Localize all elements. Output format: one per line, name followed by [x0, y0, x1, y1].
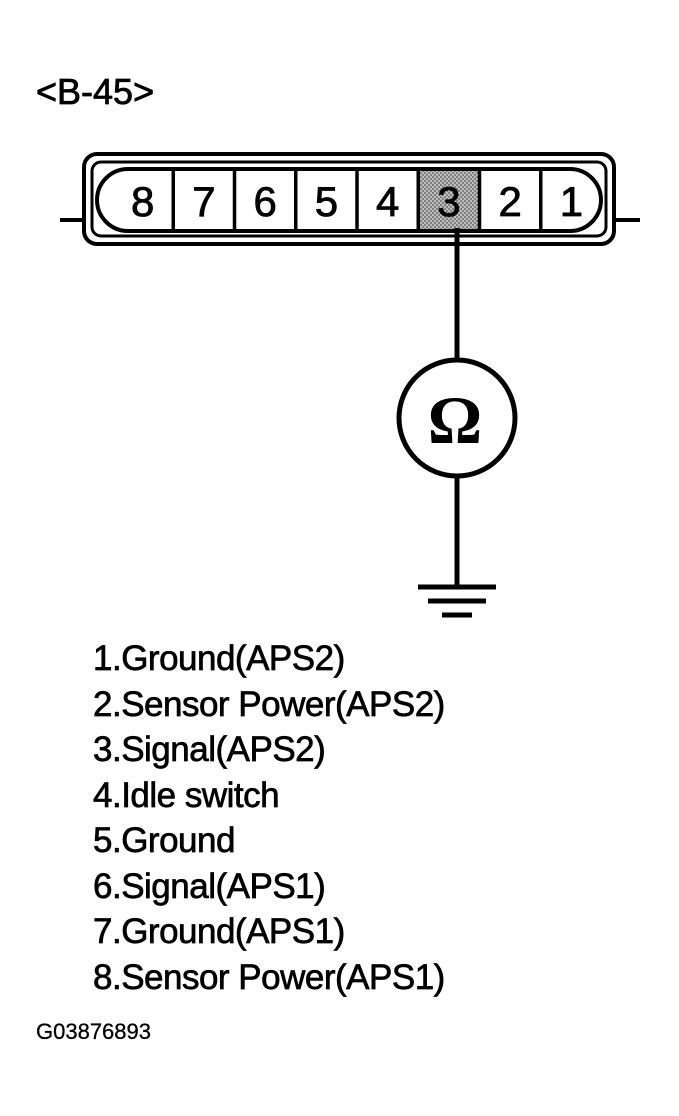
pin-number-7: 7 — [192, 178, 215, 225]
legend-item: 7.Ground(APS1) — [93, 912, 346, 952]
legend-item: 8.Sensor Power(APS1) — [93, 957, 446, 997]
legend-item: 5.Ground — [93, 821, 236, 861]
pin-number-5: 5 — [315, 178, 338, 225]
legend-item: 3.Signal(APS2) — [93, 730, 326, 770]
pin-number-3: 3 — [437, 178, 460, 225]
ohm-symbol: Ω — [428, 382, 482, 458]
legend-item: 2.Sensor Power(APS2) — [93, 684, 446, 724]
legend-item: 1.Ground(APS2) — [93, 639, 346, 679]
pin-number-4: 4 — [376, 178, 399, 225]
pin-number-8: 8 — [131, 178, 154, 225]
connector-cavity — [95, 167, 603, 233]
legend-item: 6.Signal(APS1) — [93, 866, 326, 906]
connector-housing-outer — [82, 152, 616, 246]
pin-3-highlight — [419, 169, 479, 231]
pin-number-1: 1 — [560, 178, 583, 225]
legend-item: 4.Idle switch — [93, 775, 280, 815]
connector-label: <B-45> — [36, 71, 155, 113]
pin-legend: 1.Ground(APS2) 2.Sensor Power(APS2) 3.Si… — [93, 636, 446, 1000]
pin-number-2: 2 — [498, 178, 521, 225]
figure-id: G03876893 — [36, 1019, 151, 1044]
pin-number-6: 6 — [253, 178, 276, 225]
ground-symbol — [418, 584, 496, 618]
connector-housing-inner — [90, 160, 608, 238]
